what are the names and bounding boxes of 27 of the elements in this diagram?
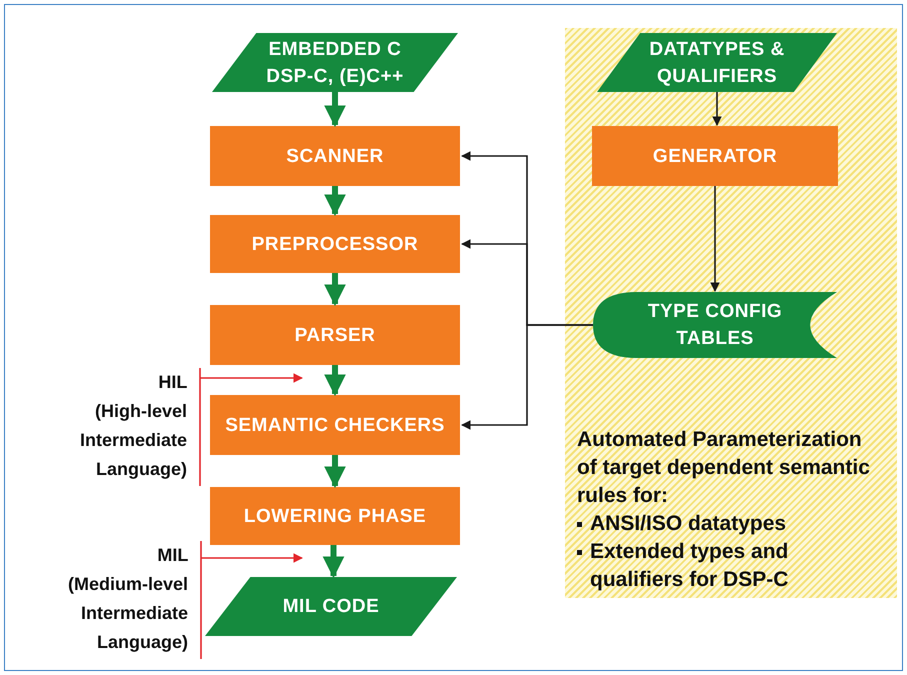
arrow <box>324 365 346 396</box>
arrow <box>324 455 346 488</box>
data-parallelogram: EMBEDDED C DSP-C, (E)C++ <box>212 33 458 92</box>
data-parallelogram: DATATYPES & QUALIFIERS <box>597 33 837 92</box>
stored-data-shape: TYPE CONFIG TABLES <box>593 292 837 358</box>
bullet-text: Extended types and qualifiers for DSP-C <box>590 539 790 593</box>
arrow <box>324 186 346 216</box>
data-parallelogram: MIL CODE <box>205 577 457 636</box>
arrow <box>199 367 303 487</box>
process-box: PARSER <box>210 305 460 365</box>
arrow <box>461 324 593 430</box>
hatched-panel <box>565 28 897 598</box>
bullet-text: ANSI/ISO datatypes <box>590 511 786 537</box>
annotation-text: MIL (Medium-level Intermediate Language) <box>40 541 188 659</box>
process-box: SCANNER <box>210 126 460 186</box>
process-box: GENERATOR <box>592 126 838 186</box>
arrow <box>710 186 720 292</box>
arrow <box>200 540 303 660</box>
arrow <box>322 545 344 578</box>
process-box: PREPROCESSOR <box>210 215 460 273</box>
description-text: Automated Parameterization of target dependent semantic rules for: <box>577 427 871 509</box>
arrow <box>324 273 346 306</box>
arrow <box>324 92 346 128</box>
process-box: LOWERING PHASE <box>210 487 460 545</box>
arrow <box>712 92 722 126</box>
annotation-text: HIL (High-level Intermediate Language) <box>70 368 187 486</box>
process-box: SEMANTIC CHECKERS <box>210 395 460 455</box>
